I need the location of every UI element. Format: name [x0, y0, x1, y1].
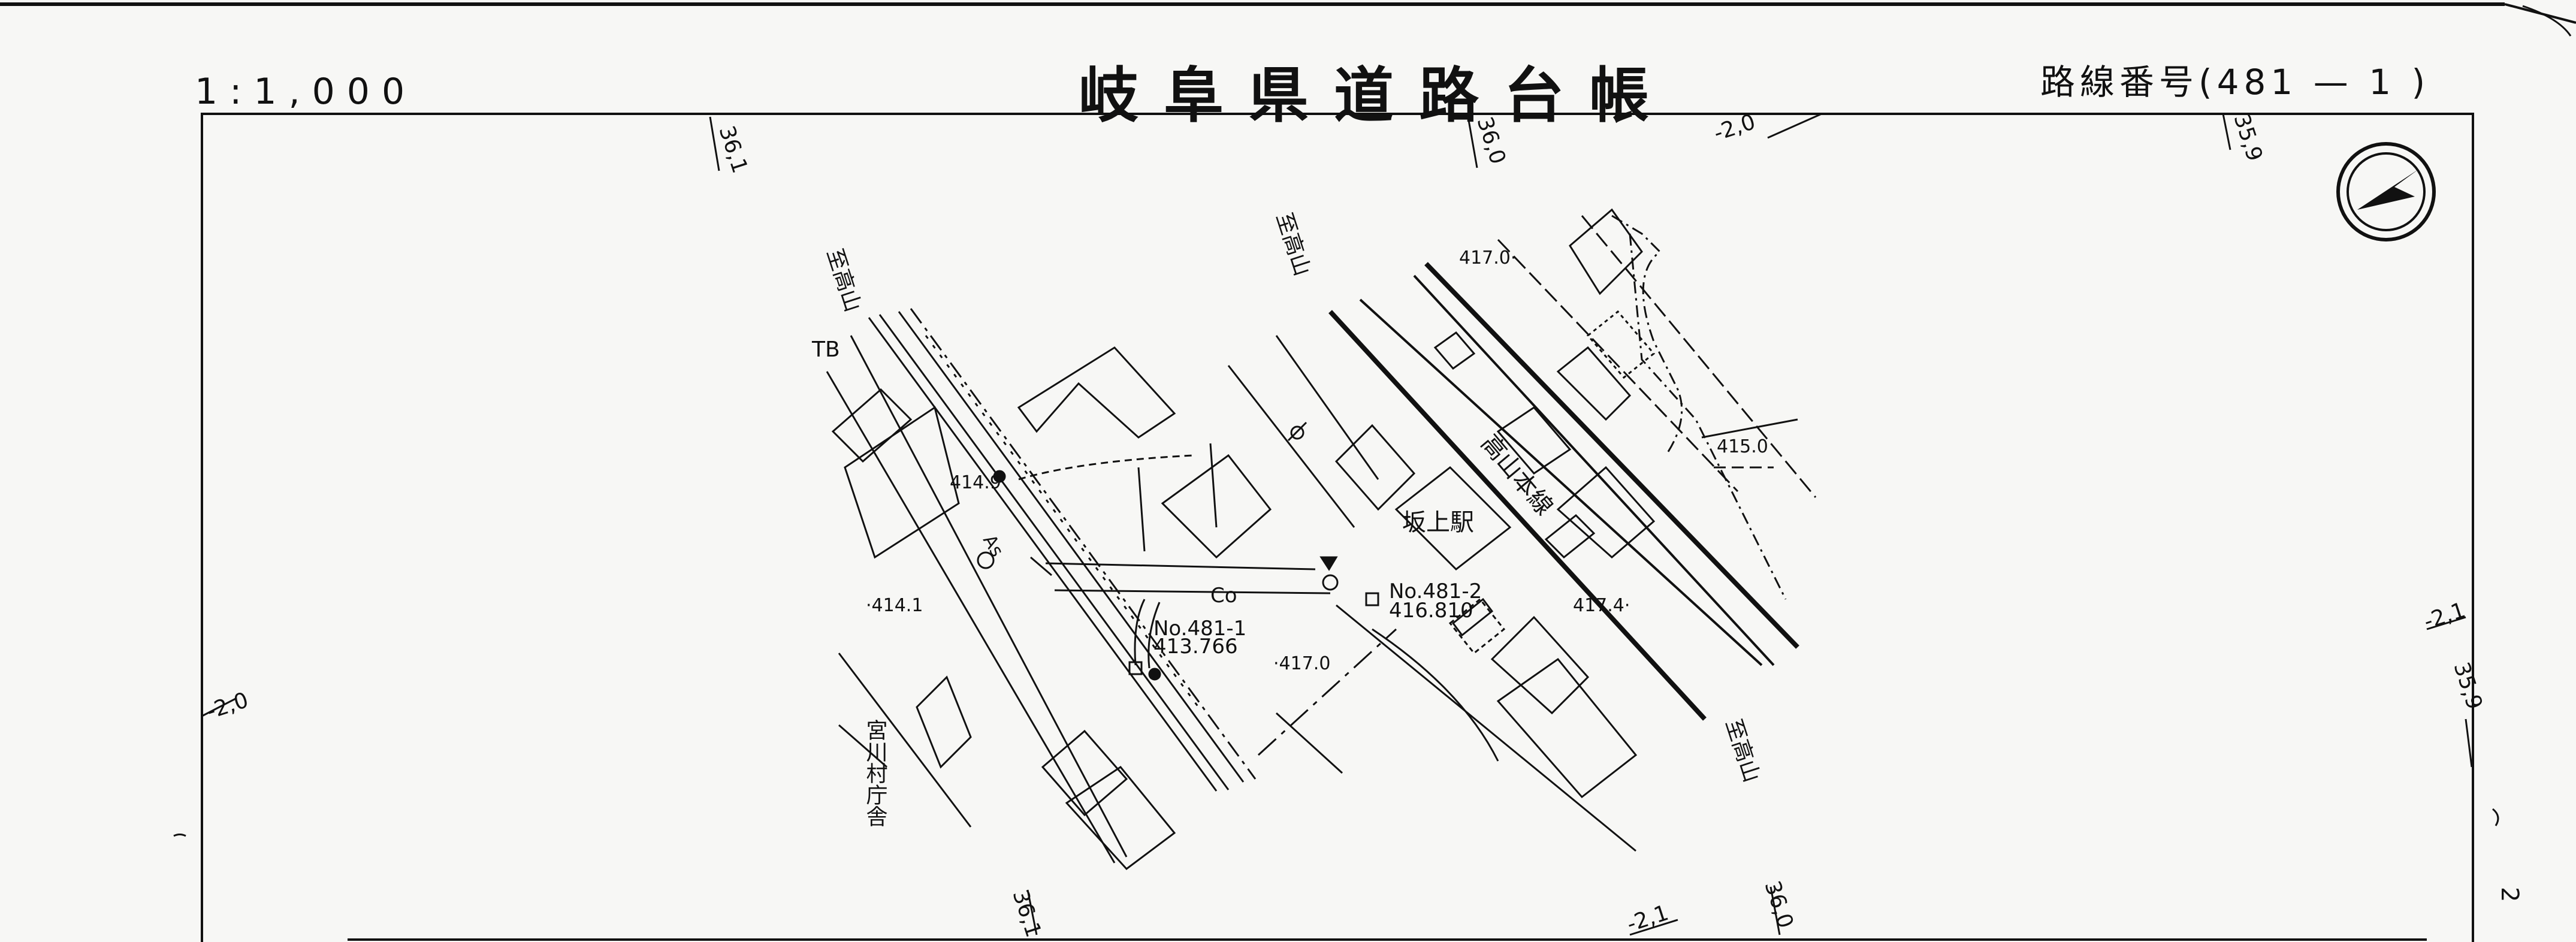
sheet-margin-number: 2: [2496, 887, 2523, 902]
station-label: 坂上駅: [1402, 509, 1474, 536]
north-arrow-icon: [2336, 142, 2436, 241]
prefectural-road: [826, 308, 1257, 864]
parcel-boundaries: [838, 215, 1798, 828]
elevation-label: 414.9: [950, 472, 1001, 493]
grid-label: 36,0: [1759, 878, 1798, 931]
direction-label: 至高山: [1271, 210, 1314, 279]
elevation-label: 417.0·: [1459, 247, 1516, 268]
grid-label: -2,1: [1624, 901, 1671, 937]
route-number: 路線番号(481 — 1 ): [2040, 62, 2430, 102]
grid-label: 36,0: [1472, 114, 1510, 167]
grid-label: 35,9: [2228, 111, 2267, 164]
grid-ticks: [201, 113, 2473, 936]
building-outlines: [831, 208, 1656, 871]
railway-tracks: [1328, 215, 1817, 721]
grid-label: 36,1: [714, 123, 752, 176]
elevation-label: 415.0: [1717, 436, 1768, 457]
village-office-label: 宮川村庁舎: [863, 719, 887, 827]
benchmark-number: No.481-2: [1389, 579, 1482, 603]
grid-label: -2,1: [2421, 598, 2468, 635]
tb-label: TB: [811, 337, 840, 362]
surface-as-label: As: [979, 532, 1007, 561]
direction-label: 至高山: [822, 246, 865, 315]
benchmark-number: No.481-1: [1153, 617, 1246, 641]
side-roads: [1018, 335, 1636, 852]
surface-co-label: Co: [1210, 584, 1237, 608]
benchmark-value: 413.766: [1153, 635, 1238, 659]
direction-label: 至高山: [1720, 716, 1763, 785]
elevation-label: 417.4·: [1573, 595, 1630, 616]
grid-label: 36,1: [1007, 887, 1046, 940]
grid-label: 35,9: [2448, 659, 2487, 712]
map-scale: 1:1,000: [195, 71, 417, 113]
elevation-label: ·414.1: [866, 595, 923, 616]
elevation-label: ·417.0: [1273, 653, 1330, 674]
grid-label: -2,0: [204, 688, 251, 724]
page-title: 岐阜県道路台帳: [1079, 61, 1674, 131]
benchmark-value: 416.810: [1389, 599, 1473, 623]
map-symbols: [977, 421, 1379, 681]
